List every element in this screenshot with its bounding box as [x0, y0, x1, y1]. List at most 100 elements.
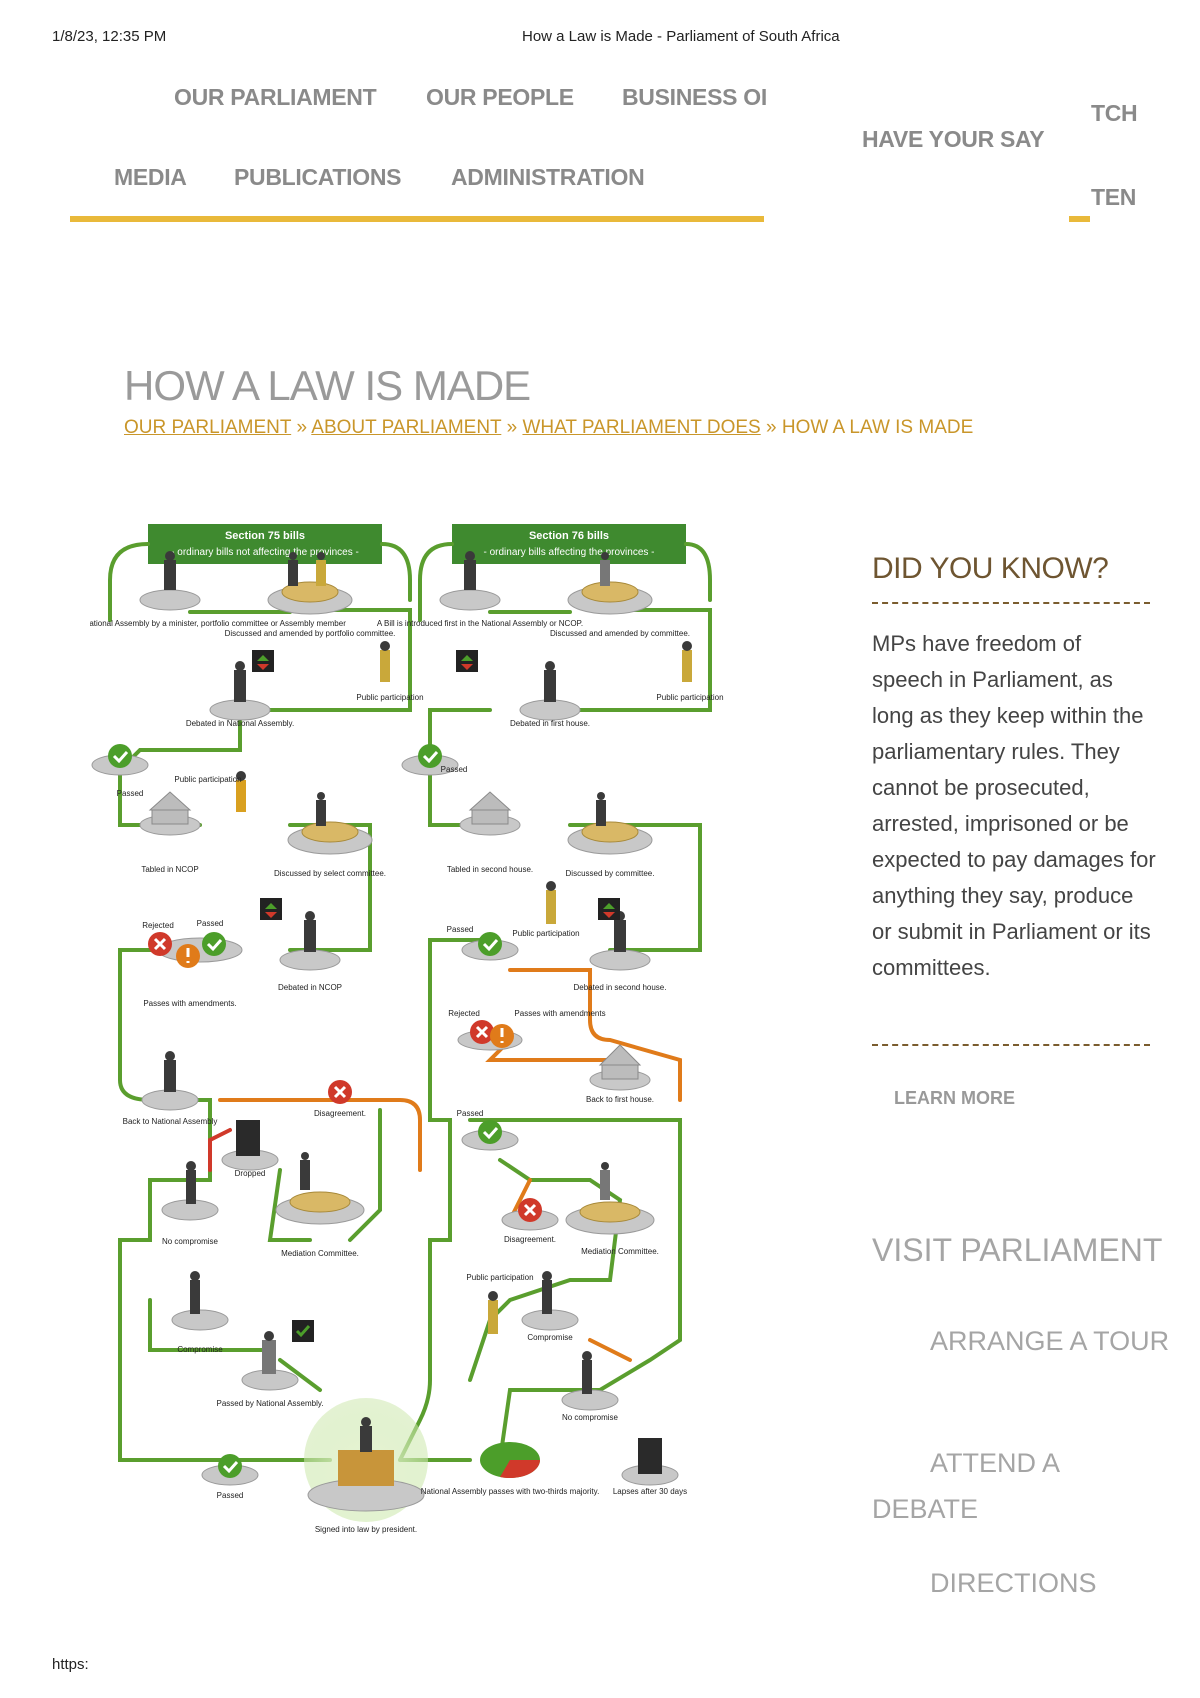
building-icons	[148, 791, 642, 1080]
label-right-discussed: Discussed and amended by committee.	[550, 629, 690, 638]
nav-watch[interactable]: TCH	[1091, 100, 1138, 126]
nav-listen[interactable]: TEN	[1091, 184, 1137, 210]
tables	[281, 581, 641, 1223]
vote-sign-icons	[252, 650, 620, 1342]
section-75-header: Section 75 bills - ordinary bills not af…	[148, 524, 382, 564]
label-right-rejected: Rejected	[448, 1009, 480, 1018]
label-right-back-first: Back to first house.	[586, 1095, 654, 1104]
nav-underline-small	[1069, 216, 1090, 222]
section-76-title: Section 76 bills	[529, 530, 609, 542]
label-left-no-compromise: No compromise	[162, 1237, 219, 1246]
did-you-know-body: MPs have freedom of speech in Parliament…	[872, 631, 1156, 980]
nav-our-people[interactable]: OUR PEOPLE	[426, 84, 574, 110]
ballot-box-icons	[236, 1120, 662, 1474]
directions-label: DIRECTIONS	[930, 1568, 1097, 1598]
warning-icon	[490, 1024, 514, 1048]
label-left-tabled-ncop: Tabled in NCOP	[141, 865, 198, 874]
label-right-passed3: Passed	[457, 1109, 484, 1118]
label-right-public3: Public participation	[466, 1273, 533, 1282]
status-badges	[108, 744, 542, 1478]
check-icon	[478, 932, 502, 956]
label-right-debated-second: Debated in second house.	[574, 983, 667, 992]
section-75-subtitle: - ordinary bills not affecting the provi…	[171, 547, 359, 558]
did-you-know-title: DID YOU KNOW?	[872, 552, 1109, 585]
breadcrumb-our-parliament[interactable]: OUR PARLIAMENT	[124, 417, 292, 438]
label-left-rejected: Rejected	[142, 921, 174, 930]
breadcrumb-current: HOW A LAW IS MADE	[781, 417, 974, 438]
breadcrumb-separator: »	[506, 417, 518, 438]
left-column-labels: A Bill is introduced in the National Ass…	[90, 619, 424, 1500]
arrange-tour-label: ARRANGE A TOUR	[930, 1326, 1170, 1356]
label-left-discussed: Discussed and amended by portfolio commi…	[225, 629, 396, 638]
label-right-compromise: Compromise	[527, 1333, 573, 1342]
label-right-public2: Public participation	[512, 929, 579, 938]
breadcrumb-what-parliament-does[interactable]: WHAT PARLIAMENT DOES	[522, 417, 761, 438]
learn-more-link[interactable]: LEARN MORE	[894, 1088, 1015, 1108]
label-left-back-na: Back to National Assembly	[123, 1117, 218, 1126]
directions-link[interactable]: DIRECTIONS	[872, 1560, 1172, 1606]
label-right-lapses: Lapses after 30 days	[613, 1487, 687, 1496]
label-right-no-compromise: No compromise	[562, 1413, 619, 1422]
nav-our-parliament[interactable]: OUR PARLIAMENT	[174, 84, 377, 110]
label-left-debated-na: Debated in National Assembly.	[186, 719, 294, 728]
nav-underline	[70, 216, 764, 222]
print-footer-url: https:	[52, 1656, 89, 1673]
warning-icon	[176, 944, 200, 968]
section-75-title: Section 75 bills	[225, 530, 305, 542]
print-date: 1/8/23, 12:35 PM	[52, 28, 167, 45]
label-left-passed-na: Passed by National Assembly.	[216, 1399, 323, 1408]
visit-parliament-title: VISIT PARLIAMENT	[872, 1232, 1163, 1268]
breadcrumb: OUR PARLIAMENT » ABOUT PARLIAMENT » WHAT…	[124, 417, 973, 439]
label-right-debated-first: Debated in first house.	[510, 719, 590, 728]
dashed-divider	[872, 1044, 1150, 1046]
label-left-debated-ncop: Debated in NCOP	[278, 983, 342, 992]
attend-debate-label: ATTEND A DEBATE	[872, 1448, 1059, 1524]
label-left-discussed-select: Discussed by select committee.	[274, 869, 386, 878]
president-signing-icon	[304, 1398, 428, 1522]
section-76-header: Section 76 bills - ordinary bills affect…	[452, 524, 686, 564]
label-left-passed1: Passed	[117, 789, 144, 798]
label-right-na-passes: National Assembly passes with two-thirds…	[421, 1487, 600, 1496]
breadcrumb-about-parliament[interactable]: ABOUT PARLIAMENT	[311, 417, 502, 438]
label-right-passes-amend: Passes with amendments	[514, 1009, 605, 1018]
nav-media[interactable]: MEDIA	[114, 164, 187, 190]
label-right-passed1: Passed	[441, 765, 468, 774]
check-icon	[218, 1454, 242, 1478]
right-column-labels: A Bill is introduced first in the Nation…	[377, 619, 724, 1496]
label-left-passed3: Passed	[217, 1491, 244, 1500]
label-right-introduced: A Bill is introduced first in the Nation…	[377, 619, 583, 628]
label-left-mediation: Mediation Committee.	[281, 1249, 359, 1258]
arrange-tour-link[interactable]: ARRANGE A TOUR	[872, 1318, 1172, 1364]
close-icon	[328, 1080, 352, 1104]
check-icon	[418, 744, 442, 768]
close-icon	[518, 1198, 542, 1222]
label-right-mediation: Mediation Committee.	[581, 1247, 659, 1256]
label-right-public1: Public participation	[656, 693, 723, 702]
breadcrumb-separator: »	[765, 417, 777, 438]
section-76-subtitle: - ordinary bills affecting the provinces…	[483, 547, 654, 558]
nav-business[interactable]: BUSINESS OI	[622, 84, 767, 110]
label-left-dropped: Dropped	[235, 1169, 266, 1178]
check-icon	[108, 744, 132, 768]
label-right-disagreement: Disagreement.	[504, 1235, 556, 1244]
nav-publications[interactable]: PUBLICATIONS	[234, 164, 402, 190]
print-title: How a Law is Made - Parliament of South …	[522, 28, 840, 45]
close-icon	[148, 932, 172, 956]
check-icon	[202, 932, 226, 956]
nav-administration[interactable]: ADMINISTRATION	[451, 164, 645, 190]
label-left-introduced: A Bill is introduced in the National Ass…	[90, 619, 346, 628]
check-icon	[478, 1120, 502, 1144]
dashed-divider	[872, 602, 1150, 604]
page-title: HOW A LAW IS MADE	[124, 362, 531, 409]
label-left-passed2: Passed	[197, 919, 224, 928]
nav-have-your-say[interactable]: HAVE YOUR SAY	[862, 126, 1045, 152]
breadcrumb-separator: »	[296, 417, 308, 438]
majority-pie-icon	[480, 1442, 540, 1479]
label-right-passed2: Passed	[447, 925, 474, 934]
law-making-infographic: Section 75 bills - ordinary bills not af…	[90, 524, 724, 1534]
attend-debate-link[interactable]: ATTEND A DEBATE	[872, 1440, 1172, 1532]
label-left-public2: Public participation	[174, 775, 241, 784]
close-icon	[470, 1020, 494, 1044]
label-left-compromise: Compromise	[177, 1345, 223, 1354]
label-right-discussed-comm: Discussed by committee.	[566, 869, 655, 878]
